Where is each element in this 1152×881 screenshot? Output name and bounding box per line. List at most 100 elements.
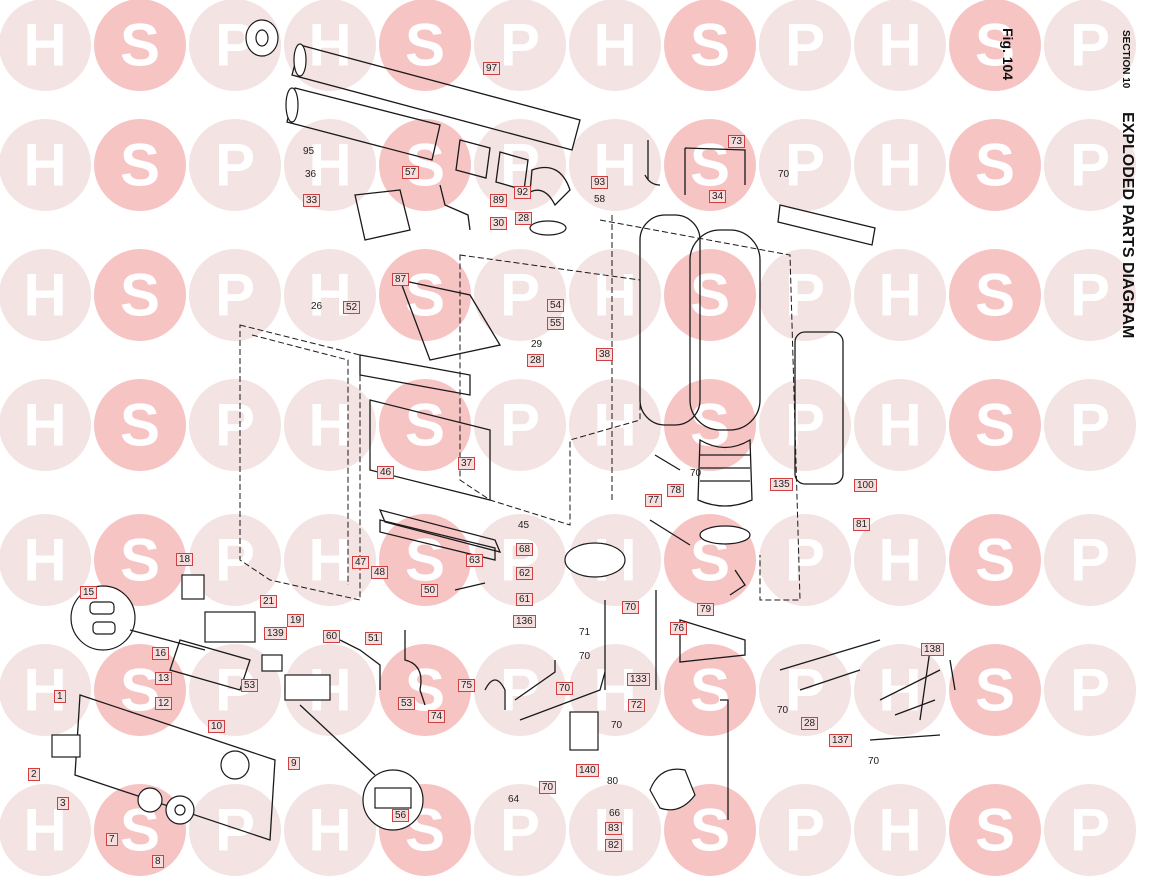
watermark-circle	[94, 644, 186, 736]
watermark-letter: S	[975, 12, 1015, 79]
watermark-letter: P	[1070, 797, 1110, 864]
watermark-letter: S	[975, 657, 1015, 724]
watermark-circle	[94, 784, 186, 876]
part-callout: 70	[777, 705, 789, 716]
watermark-circle	[474, 644, 566, 736]
part-callout: 136	[513, 615, 536, 628]
part-callout: 28	[515, 212, 533, 225]
watermark-letter: S	[405, 132, 445, 199]
watermark-letter: S	[690, 132, 730, 199]
watermark-circle	[569, 379, 661, 471]
watermark-circle	[1044, 119, 1136, 211]
part-callout: 137	[829, 734, 852, 747]
watermark-letter: S	[690, 12, 730, 79]
watermark-circle	[0, 119, 91, 211]
watermark-letter: S	[120, 657, 160, 724]
part-callout: 45	[518, 520, 530, 531]
watermark-circle	[0, 0, 91, 91]
watermark-letter: S	[120, 132, 160, 199]
watermark-circle	[189, 119, 281, 211]
part-callout: 57	[402, 166, 420, 179]
part-callout: 53	[398, 697, 416, 710]
watermark-letter: H	[593, 392, 636, 459]
watermark-circle	[949, 784, 1041, 876]
part-callout: 71	[579, 627, 591, 638]
part-callout: 73	[728, 135, 746, 148]
watermark-circle	[189, 379, 281, 471]
part-callout: 77	[645, 494, 663, 507]
part-callout: 55	[547, 317, 565, 330]
watermark-circle	[1044, 379, 1136, 471]
watermark-circle	[379, 379, 471, 471]
watermark-circle	[94, 119, 186, 211]
part-callout: 95	[303, 146, 315, 157]
watermark-circle	[854, 119, 946, 211]
watermark-letter: S	[405, 527, 445, 594]
figure-label: Fig. 104	[1000, 28, 1016, 81]
part-callout: 92	[514, 186, 532, 199]
part-callout: 9	[288, 757, 300, 770]
part-callout: 80	[607, 776, 619, 787]
part-callout: 3	[57, 797, 69, 810]
watermark-letter: P	[500, 12, 540, 79]
watermark-circle	[664, 644, 756, 736]
watermark-circle	[94, 379, 186, 471]
watermark-letter: H	[878, 797, 921, 864]
part-callout: 28	[527, 354, 545, 367]
watermark-letter: S	[975, 262, 1015, 329]
watermark-circle	[759, 644, 851, 736]
part-callout: 37	[458, 457, 476, 470]
watermark-circle	[664, 379, 756, 471]
part-callout: 16	[152, 647, 170, 660]
part-callout: 56	[392, 809, 410, 822]
watermark-letter: P	[1070, 12, 1110, 79]
part-callout: 60	[323, 630, 341, 643]
part-callout: 10	[208, 720, 226, 733]
part-callout: 48	[371, 566, 389, 579]
watermark-letter: P	[500, 392, 540, 459]
watermark-circle	[664, 249, 756, 341]
watermark-letter: P	[500, 527, 540, 594]
watermark-letter: P	[785, 527, 825, 594]
part-callout: 53	[241, 679, 259, 692]
watermark-letter: P	[1070, 132, 1110, 199]
part-callout: 72	[628, 699, 646, 712]
part-callout: 70	[556, 682, 574, 695]
watermark-circle	[379, 249, 471, 341]
watermark-circle	[379, 644, 471, 736]
part-callout: 52	[343, 301, 361, 314]
part-callout: 34	[709, 190, 727, 203]
watermark-circle	[949, 119, 1041, 211]
part-callout: 140	[576, 764, 599, 777]
watermark-circle	[664, 0, 756, 91]
watermark-circle	[759, 784, 851, 876]
part-callout: 70	[539, 781, 557, 794]
watermark-letter: P	[215, 132, 255, 199]
part-callout: 47	[352, 556, 370, 569]
watermark-letter: P	[215, 527, 255, 594]
watermark-circle	[189, 644, 281, 736]
watermark-letter: P	[1070, 392, 1110, 459]
watermark-circle	[1044, 784, 1136, 876]
watermark-circle	[94, 249, 186, 341]
watermark-circle	[379, 119, 471, 211]
part-callout: 13	[155, 672, 173, 685]
part-callout: 74	[428, 710, 446, 723]
watermark-circle	[189, 249, 281, 341]
part-callout: 7	[106, 833, 118, 846]
part-callout: 89	[490, 194, 508, 207]
part-callout: 63	[466, 554, 484, 567]
watermark-letter: H	[308, 12, 351, 79]
part-callout: 70	[622, 601, 640, 614]
watermark-letter: S	[120, 527, 160, 594]
watermark-letter: H	[878, 392, 921, 459]
watermark-circle	[1044, 514, 1136, 606]
watermark-letter: H	[23, 132, 66, 199]
part-callout: 70	[868, 756, 880, 767]
watermark-circle	[949, 249, 1041, 341]
watermark-letter: H	[23, 12, 66, 79]
controls	[51, 574, 331, 841]
part-callout: 70	[778, 169, 790, 180]
part-callout: 76	[670, 622, 688, 635]
